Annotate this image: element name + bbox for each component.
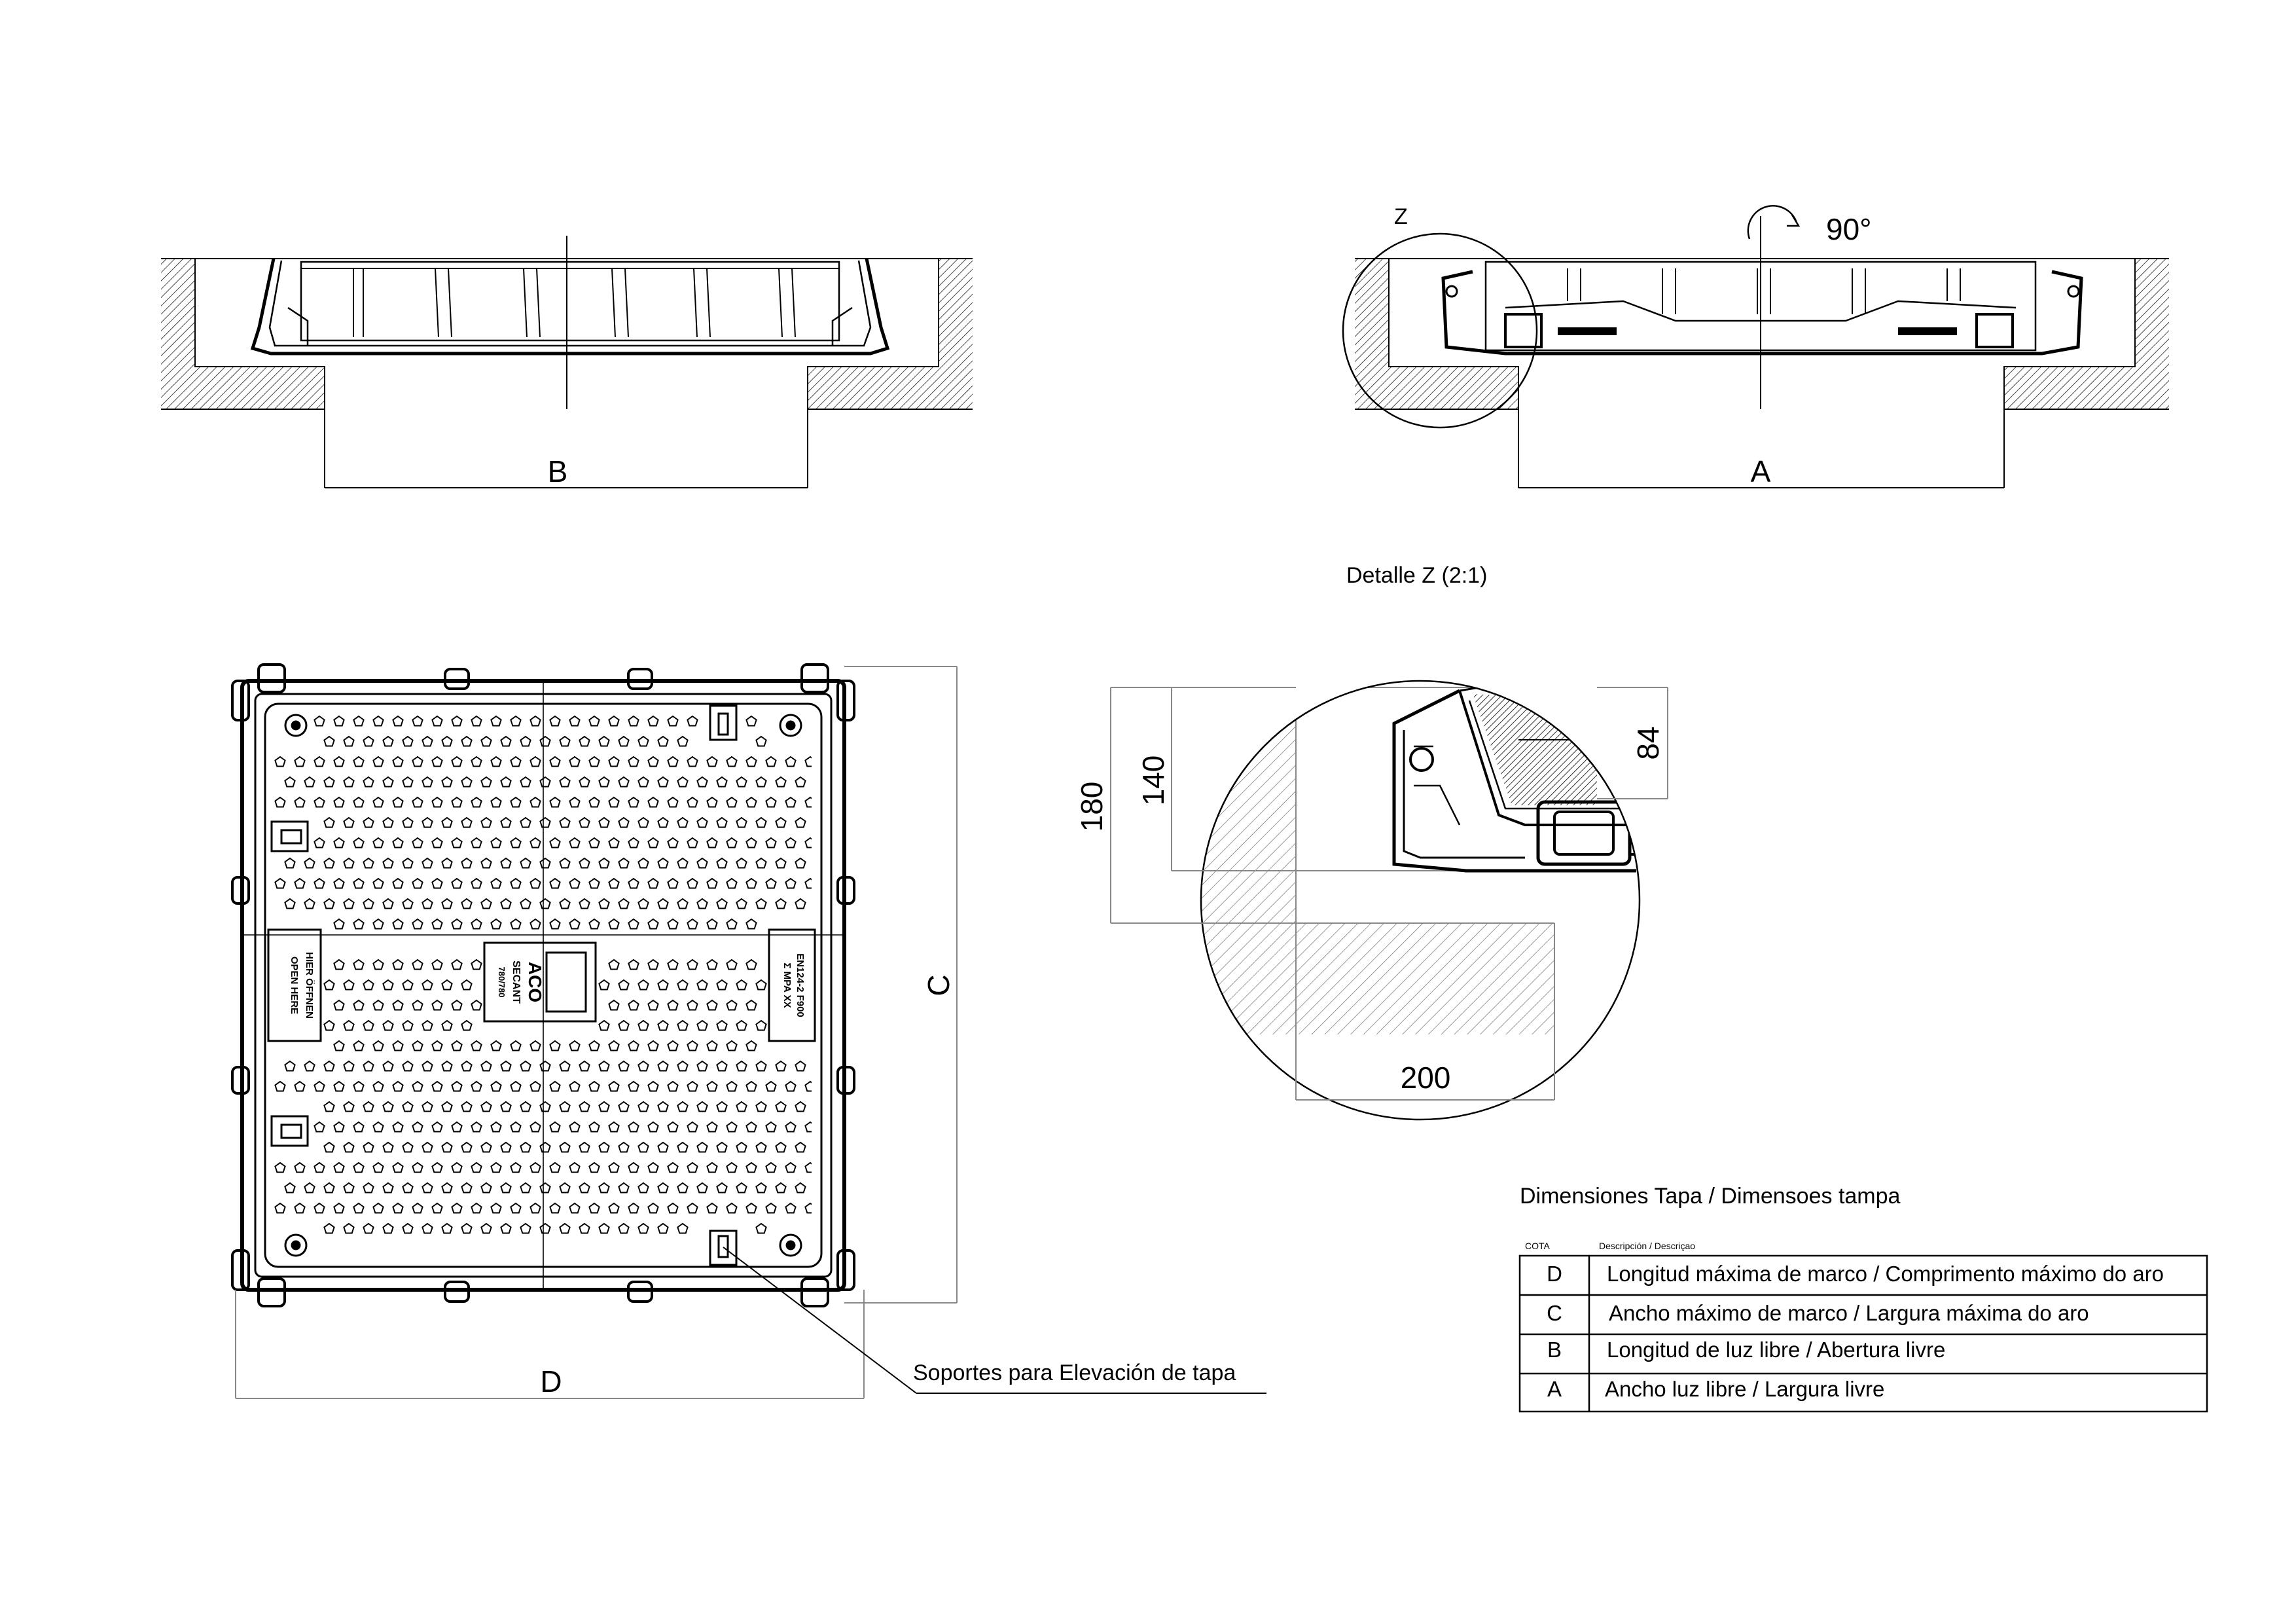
texture-studs — [274, 715, 812, 1234]
table-row: A Ancho luz libre / Largura livre — [1547, 1377, 1884, 1401]
cover-norm-line2: Σ MPA XX — [781, 962, 793, 1008]
dim-140-label: 140 — [1136, 756, 1170, 806]
row-desc: Ancho luz libre / Largura livre — [1605, 1377, 1884, 1401]
row-desc: Longitud máxima de marco / Comprimento m… — [1607, 1262, 2164, 1286]
row-code: A — [1547, 1377, 1562, 1401]
row-desc: Ancho máximo de marco / Largura máxima d… — [1609, 1301, 2089, 1325]
table-title: Dimensiones Tapa / Dimensoes tampa — [1520, 1184, 1901, 1209]
dim-180-label: 180 — [1075, 782, 1109, 832]
dimension-table — [1518, 1254, 2208, 1413]
lifting-support-callout: Soportes para Elevación de tapa — [913, 1360, 1236, 1385]
cover-open-line1: HIER ÖFFNEN — [304, 952, 315, 1019]
ground-hatch — [161, 259, 325, 409]
detail-z-title: Detalle Z (2:1) — [1346, 563, 1487, 588]
cover-texture — [274, 715, 812, 1234]
cover-brand: ACO — [525, 962, 545, 1002]
section-view-a — [1342, 205, 2169, 488]
table-row: D Longitud máxima de marco / Comprimento… — [1547, 1262, 2164, 1286]
rotation-label: 90° — [1826, 212, 1872, 246]
detail-marker-z: Z — [1394, 204, 1408, 229]
row-code: C — [1547, 1301, 1562, 1325]
cover-markings: ACO SECANT 780/780 HIER ÖFFNEN OPEN HERE… — [289, 952, 806, 1019]
row-desc: Longitud de luz libre / Abertura livre — [1607, 1338, 1945, 1362]
plan-view — [231, 663, 1266, 1399]
table-row: B Longitud de luz libre / Abertura livre — [1547, 1338, 1945, 1362]
cover-code: 780/780 — [497, 967, 507, 998]
row-code: D — [1547, 1262, 1562, 1286]
dim-84-label: 84 — [1631, 726, 1665, 759]
cover-norm-line1: EN124-2 F900 — [795, 953, 806, 1017]
dim-200-label: 200 — [1401, 1061, 1451, 1095]
detail-z-view — [1110, 680, 1668, 1121]
dimension-label-b: B — [548, 454, 568, 488]
table-row: C Ancho máximo de marco / Largura máxima… — [1547, 1301, 2089, 1325]
section-view-b — [161, 236, 973, 488]
table-col-desc: Descripción / Descriçao — [1599, 1241, 1695, 1251]
dimension-label-d: D — [540, 1364, 562, 1398]
dimension-label-c: C — [922, 974, 956, 996]
table-col-code: COTA — [1525, 1241, 1551, 1251]
cover-product: SECANT — [511, 960, 522, 1004]
dimension-label-a: A — [1751, 454, 1771, 488]
row-code: B — [1547, 1338, 1562, 1362]
cover-open-line2: OPEN HERE — [289, 957, 300, 1014]
